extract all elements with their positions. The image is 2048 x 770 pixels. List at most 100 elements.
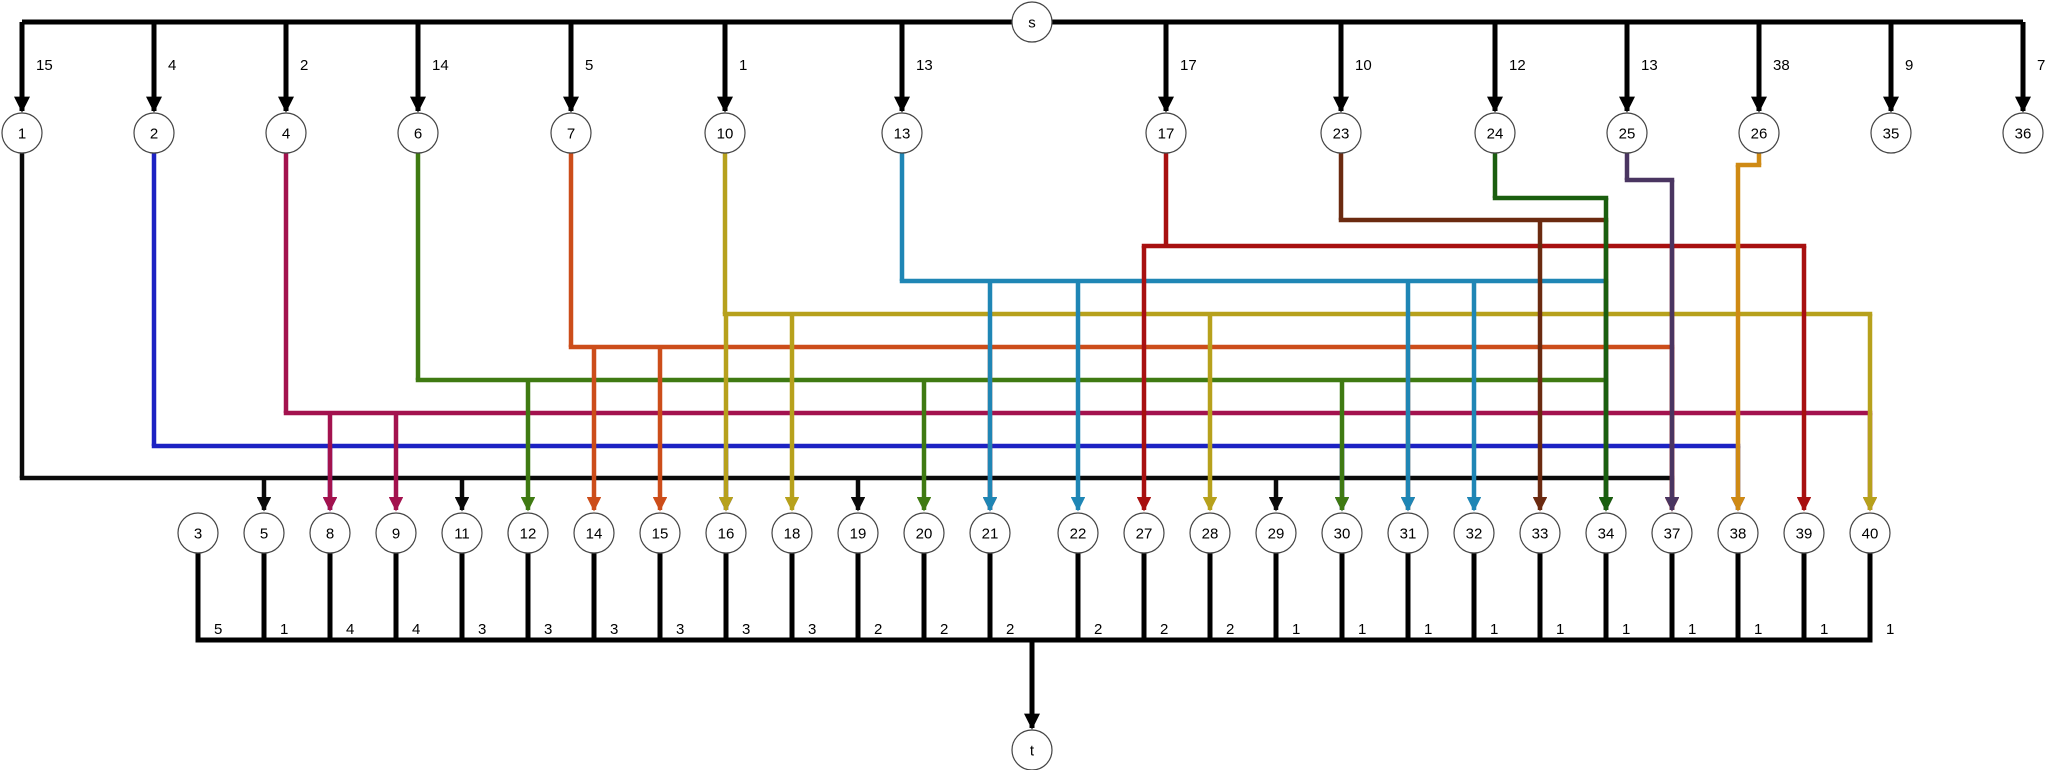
- node-22-circle: [1057, 512, 1099, 554]
- node-25: 25: [1606, 112, 1648, 154]
- node-29-label: 29: [1268, 526, 1285, 543]
- node-12-circle: [507, 512, 549, 554]
- node-8: 8: [309, 512, 351, 554]
- node-2-label: 2: [150, 126, 158, 143]
- capacity-label-19-t: 2: [874, 621, 882, 638]
- node-1: 1: [1, 112, 43, 154]
- node-25-circle: [1606, 112, 1648, 154]
- node-8-label: 8: [326, 526, 334, 543]
- node-5: 5: [243, 512, 285, 554]
- node-26: 26: [1738, 112, 1780, 154]
- node-28: 28: [1189, 512, 1231, 554]
- capacity-label-8-t: 4: [346, 621, 354, 638]
- capacity-label-s-17: 17: [1180, 57, 1197, 74]
- node-23-label: 23: [1333, 126, 1350, 143]
- node-4: 4: [265, 112, 307, 154]
- node-12: 12: [507, 512, 549, 554]
- node-31: 31: [1387, 512, 1429, 554]
- flow-from-13: [899, 153, 1614, 512]
- node-33: 33: [1519, 512, 1561, 554]
- node-14: 14: [573, 512, 615, 554]
- capacity-label-32-t: 1: [1490, 621, 1498, 638]
- node-t-circle: [1011, 729, 1053, 770]
- capacity-label-s-35: 9: [1905, 57, 1913, 74]
- capacity-label-21-t: 2: [1006, 621, 1014, 638]
- node-32-circle: [1453, 512, 1495, 554]
- capacity-label-27-t: 2: [1160, 621, 1168, 638]
- capacity-label-31-t: 1: [1424, 621, 1432, 638]
- node-27-circle: [1123, 512, 1165, 554]
- node-20: 20: [903, 512, 945, 554]
- node-36-label: 36: [2015, 126, 2032, 143]
- node-19: 19: [837, 512, 879, 554]
- node-30-circle: [1321, 512, 1363, 554]
- node-13-label: 13: [894, 126, 911, 143]
- capacity-label-20-t: 2: [940, 621, 948, 638]
- node-5-circle: [243, 512, 285, 554]
- node-14-circle: [573, 512, 615, 554]
- capacity-label-5-t: 1: [280, 621, 288, 638]
- capacity-label-s-6: 14: [432, 57, 449, 74]
- node-7: 7: [550, 112, 592, 154]
- node-3-circle: [177, 512, 219, 554]
- capacity-label-s-36: 7: [2037, 57, 2045, 74]
- node-26-circle: [1738, 112, 1780, 154]
- capacity-label-s-2: 4: [168, 57, 176, 74]
- node-19-label: 19: [850, 526, 867, 543]
- node-32: 32: [1453, 512, 1495, 554]
- node-21-circle: [969, 512, 1011, 554]
- node-32-label: 32: [1466, 526, 1483, 543]
- node-1-circle: [1, 112, 43, 154]
- node-34: 34: [1585, 512, 1627, 554]
- node-18: 18: [771, 512, 813, 554]
- node-29-circle: [1255, 512, 1297, 554]
- node-38-label: 38: [1730, 526, 1747, 543]
- node-3-label: 3: [194, 526, 202, 543]
- node-4-circle: [265, 112, 307, 154]
- node-30-label: 30: [1334, 526, 1351, 543]
- node-33-circle: [1519, 512, 1561, 554]
- capacity-label-s-24: 12: [1509, 57, 1526, 74]
- node-5-label: 5: [260, 526, 268, 543]
- node-6-circle: [397, 112, 439, 154]
- node-22: 22: [1057, 512, 1099, 554]
- node-s: s: [1011, 1, 1053, 43]
- node-40-label: 40: [1862, 526, 1879, 543]
- node-18-label: 18: [784, 526, 801, 543]
- node-35: 35: [1870, 112, 1912, 154]
- node-8-circle: [309, 512, 351, 554]
- node-16: 16: [705, 512, 747, 554]
- node-3: 3: [177, 512, 219, 554]
- capacity-label-3-t: 5: [214, 621, 222, 638]
- node-26-label: 26: [1751, 126, 1768, 143]
- node-24: 24: [1474, 112, 1516, 154]
- flow-from-24: [1492, 153, 1614, 512]
- node-13-circle: [881, 112, 923, 154]
- node-t: t: [1011, 729, 1053, 770]
- capacity-label-s-13: 13: [916, 57, 933, 74]
- capacity-label-37-t: 1: [1688, 621, 1696, 638]
- node-31-circle: [1387, 512, 1429, 554]
- capacity-label-s-1: 15: [36, 57, 53, 74]
- capacity-label-22-t: 2: [1094, 621, 1102, 638]
- flow-from-10: [718, 153, 1878, 512]
- node-20-circle: [903, 512, 945, 554]
- node-1-label: 1: [18, 126, 26, 143]
- node-39-circle: [1783, 512, 1825, 554]
- capacity-label-18-t: 3: [808, 621, 816, 638]
- node-2: 2: [133, 112, 175, 154]
- node-11-label: 11: [454, 526, 470, 543]
- node-20-label: 20: [916, 526, 933, 543]
- node-7-label: 7: [567, 126, 575, 143]
- node-t-label: t: [1030, 743, 1035, 760]
- node-9: 9: [375, 512, 417, 554]
- node-15-circle: [639, 512, 681, 554]
- capacity-label-s-7: 5: [585, 57, 593, 74]
- node-14-label: 14: [586, 526, 603, 543]
- node-16-circle: [705, 512, 747, 554]
- capacity-label-12-t: 3: [544, 621, 552, 638]
- capacity-label-s-26: 38: [1773, 57, 1790, 74]
- capacity-label-29-t: 1: [1292, 621, 1300, 638]
- flow-from-7: [568, 153, 1680, 512]
